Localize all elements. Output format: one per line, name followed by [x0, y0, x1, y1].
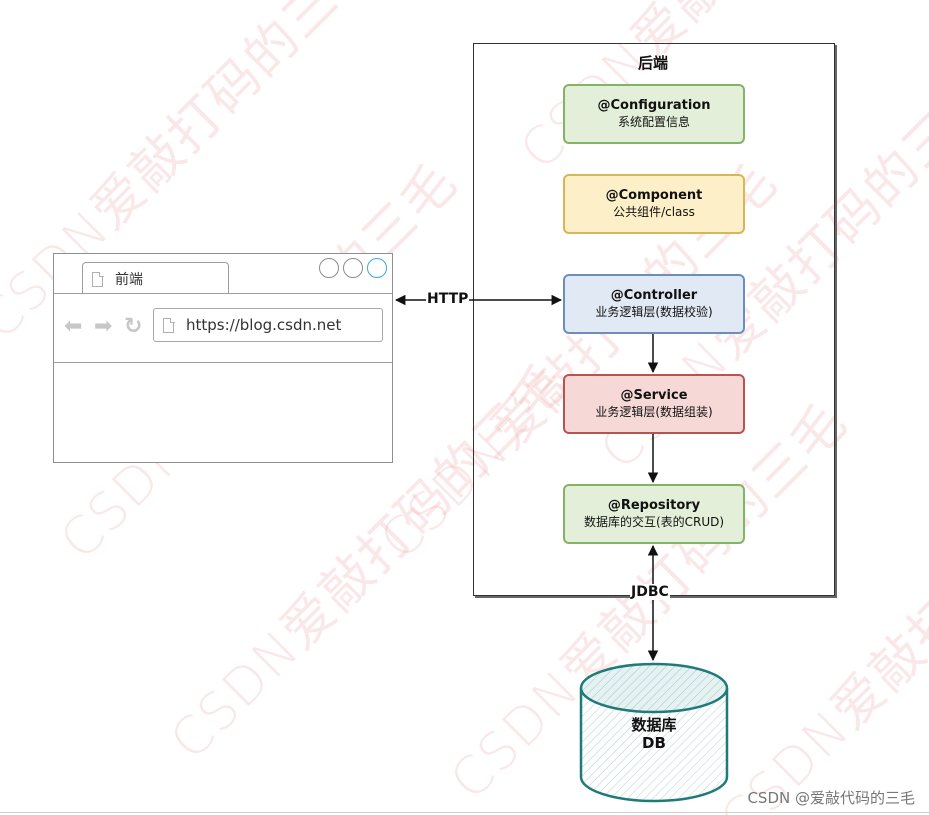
backend-title: 后端 — [637, 54, 668, 72]
layer-title: @Service — [620, 388, 688, 403]
controller-box: @Controller 业务逻辑层(数据校验) — [563, 274, 745, 334]
author-credit: CSDN @爱敲代码的三毛 — [747, 789, 915, 807]
frontend-browser-window: 前端 ⬅ ➡ ↻ https://blog.csdn.net — [53, 253, 393, 463]
layer-title: @Configuration — [597, 98, 711, 113]
database-label-line2: DB — [642, 734, 666, 752]
tab-divider — [54, 293, 392, 294]
layer-description: 业务逻辑层(数据组装) — [595, 405, 713, 419]
layer-description: 公共组件/class — [613, 205, 695, 219]
page-icon — [163, 317, 175, 333]
forward-arrow-icon[interactable]: ➡ — [94, 314, 113, 339]
service-box: @Service 业务逻辑层(数据组装) — [563, 374, 745, 434]
http-label: HTTP — [426, 291, 470, 307]
jdbc-label: JDBC — [630, 584, 670, 600]
back-arrow-icon[interactable]: ⬅ — [64, 314, 83, 339]
address-bar[interactable]: https://blog.csdn.net — [153, 308, 383, 342]
layer-title: @Repository — [607, 498, 701, 513]
content-divider — [54, 362, 392, 363]
layer-description: 业务逻辑层(数据校验) — [595, 305, 713, 319]
browser-tab[interactable]: 前端 — [82, 262, 229, 294]
window-button-2[interactable] — [343, 258, 363, 278]
layer-title: @Component — [605, 188, 703, 203]
tab-label: 前端 — [115, 272, 143, 288]
layer-title: @Controller — [610, 288, 698, 303]
configuration-box: @Configuration 系统配置信息 — [563, 84, 745, 144]
repository-box: @Repository 数据库的交互(表的CRUD) — [563, 484, 745, 544]
component-box: @Component 公共组件/class — [563, 174, 745, 234]
url-text: https://blog.csdn.net — [186, 316, 342, 334]
database-label-line1: 数据库 — [631, 716, 677, 734]
window-button-1[interactable] — [319, 258, 339, 278]
bottom-divider — [0, 812, 929, 813]
layer-description: 系统配置信息 — [617, 115, 690, 129]
page-icon — [92, 271, 104, 287]
reload-icon[interactable]: ↻ — [124, 314, 143, 339]
layer-description: 数据库的交互(表的CRUD) — [583, 515, 725, 529]
window-button-3[interactable] — [367, 258, 387, 278]
